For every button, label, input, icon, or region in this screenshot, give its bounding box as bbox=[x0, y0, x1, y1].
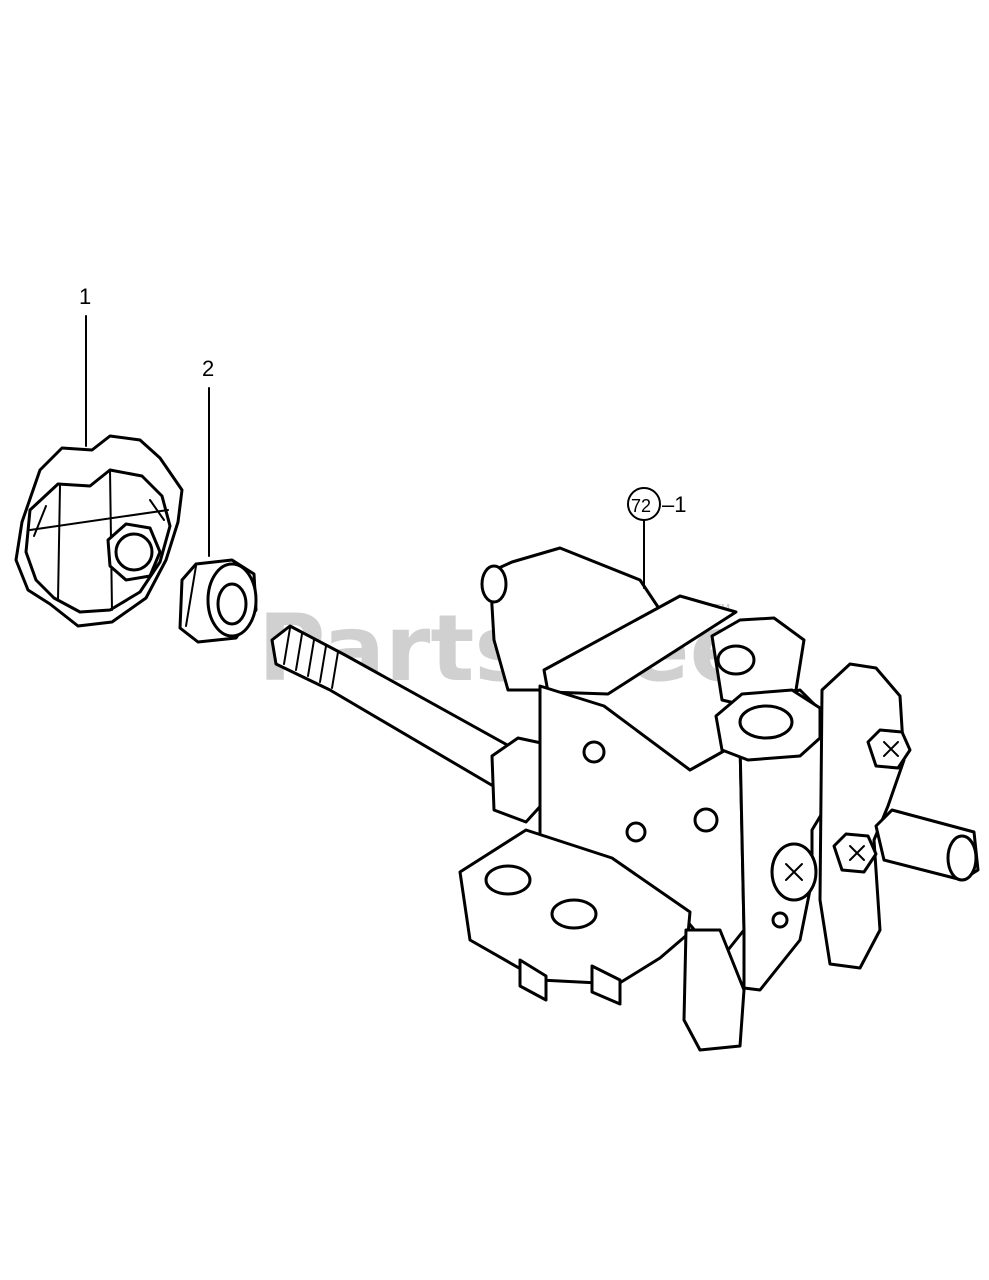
callout-2: 2 bbox=[202, 356, 214, 557]
callout-2-label: 2 bbox=[202, 356, 214, 381]
callout-72-ref: 72 bbox=[631, 496, 651, 516]
part-2-bushing[interactable] bbox=[178, 558, 258, 644]
part-72-1-valve-assembly[interactable] bbox=[270, 546, 980, 1052]
callout-1: 1 bbox=[79, 284, 91, 447]
callout-72-1: 72 –1 bbox=[627, 487, 686, 589]
callout-1-label: 1 bbox=[79, 284, 91, 309]
hex-bolt-upper bbox=[866, 728, 912, 770]
part-1-knob[interactable] bbox=[14, 434, 184, 628]
callout-72-suffix: –1 bbox=[662, 492, 686, 517]
hex-bolt-lower bbox=[832, 832, 878, 874]
